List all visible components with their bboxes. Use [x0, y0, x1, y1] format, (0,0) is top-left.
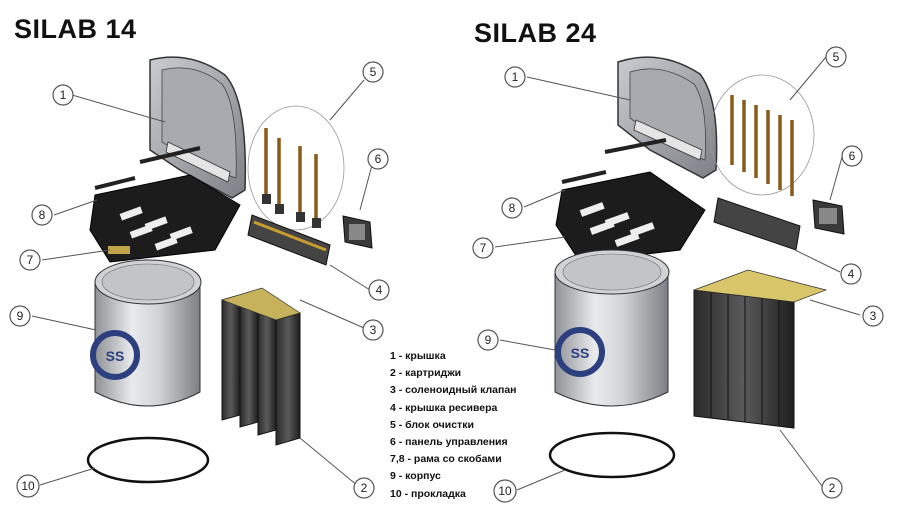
cartridges-part	[220, 287, 301, 446]
callout-left-6: 6	[367, 148, 389, 170]
callout-right-6: 6	[841, 145, 863, 167]
leader-lines	[31, 56, 861, 491]
svg-text:8: 8	[509, 201, 516, 215]
svg-text:5: 5	[370, 65, 377, 79]
legend-item: 4 - крышка ресивера	[390, 401, 498, 414]
cartridges-part	[693, 269, 828, 429]
callout-left-9: 9	[9, 305, 31, 327]
svg-text:6: 6	[849, 149, 856, 163]
svg-text:1: 1	[60, 88, 67, 102]
svg-text:6: 6	[375, 152, 382, 166]
receiver-tube-part	[713, 197, 801, 251]
legend-item: 5 - блок очистки	[390, 418, 474, 431]
legend-item: 10 - прокладка	[390, 487, 466, 500]
housing-cylinder-part: SS	[90, 259, 202, 407]
svg-text:2: 2	[361, 481, 368, 495]
gasket-ring-part	[548, 431, 676, 479]
silab-24-assembly: SS	[548, 56, 845, 479]
callout-left-8: 8	[31, 204, 53, 226]
callout-left-3: 3	[362, 319, 384, 341]
callout-left-7: 7	[19, 249, 41, 271]
frame-with-brackets-part	[89, 146, 241, 263]
control-panel-part	[812, 199, 845, 235]
legend-item: 1 - крышка	[390, 350, 446, 362]
legend-item: 7,8 - рама со скобами	[390, 453, 502, 466]
legend-item: 6 - панель управления	[390, 436, 508, 449]
svg-text:10: 10	[21, 479, 35, 493]
callout-right-2: 2	[821, 477, 843, 499]
cleaning-unit-part	[247, 105, 345, 231]
legend-item: 3 - соленоидный клапан	[390, 384, 517, 397]
callout-right-4: 4	[840, 263, 862, 285]
svg-text:9: 9	[485, 333, 492, 347]
svg-text:3: 3	[370, 323, 377, 337]
callout-left-1: 1	[52, 84, 74, 106]
callout-left-5: 5	[362, 61, 384, 83]
callout-right-3: 3	[862, 305, 884, 327]
callout-right-8: 8	[501, 197, 523, 219]
parts-legend: 1 - крышка 2 - картриджи 3 - соленоидный…	[390, 348, 517, 503]
diagram-title-silab-14: SILAB 14	[14, 14, 137, 44]
diagram-title-silab-24: SILAB 24	[474, 18, 597, 48]
legend-item: 9 - корпус	[390, 470, 441, 483]
callout-right-5: 5	[825, 46, 847, 68]
svg-text:SS: SS	[106, 348, 125, 364]
gasket-ring-part	[86, 436, 210, 484]
svg-text:2: 2	[829, 481, 836, 495]
callout-right-7: 7	[472, 237, 494, 259]
legend-item: 2 - картриджи	[390, 367, 462, 380]
svg-text:4: 4	[376, 283, 383, 297]
svg-text:9: 9	[17, 309, 24, 323]
callout-right-1: 1	[504, 66, 526, 88]
cleaning-unit-part	[709, 74, 815, 196]
svg-text:4: 4	[848, 267, 855, 281]
callout-right-10: 10	[493, 479, 517, 503]
lid-part	[149, 56, 247, 199]
svg-text:SS: SS	[571, 345, 590, 361]
lid-part	[617, 56, 718, 179]
svg-text:5: 5	[833, 50, 840, 64]
svg-text:8: 8	[39, 208, 46, 222]
svg-text:7: 7	[480, 241, 487, 255]
frame-with-brackets-part	[555, 138, 706, 263]
callout-left-4: 4	[368, 279, 390, 301]
svg-text:7: 7	[27, 253, 34, 267]
callout-left-2: 2	[353, 477, 375, 499]
svg-text:10: 10	[498, 484, 512, 498]
svg-text:3: 3	[870, 309, 877, 323]
callout-left-10: 10	[16, 474, 40, 498]
callout-right-9: 9	[477, 329, 499, 351]
svg-text:1: 1	[512, 70, 519, 84]
control-panel-part	[342, 215, 373, 249]
silab-14-assembly: SS	[86, 56, 373, 484]
housing-cylinder-part: SS	[554, 249, 670, 407]
receiver-tube-part	[247, 214, 331, 266]
